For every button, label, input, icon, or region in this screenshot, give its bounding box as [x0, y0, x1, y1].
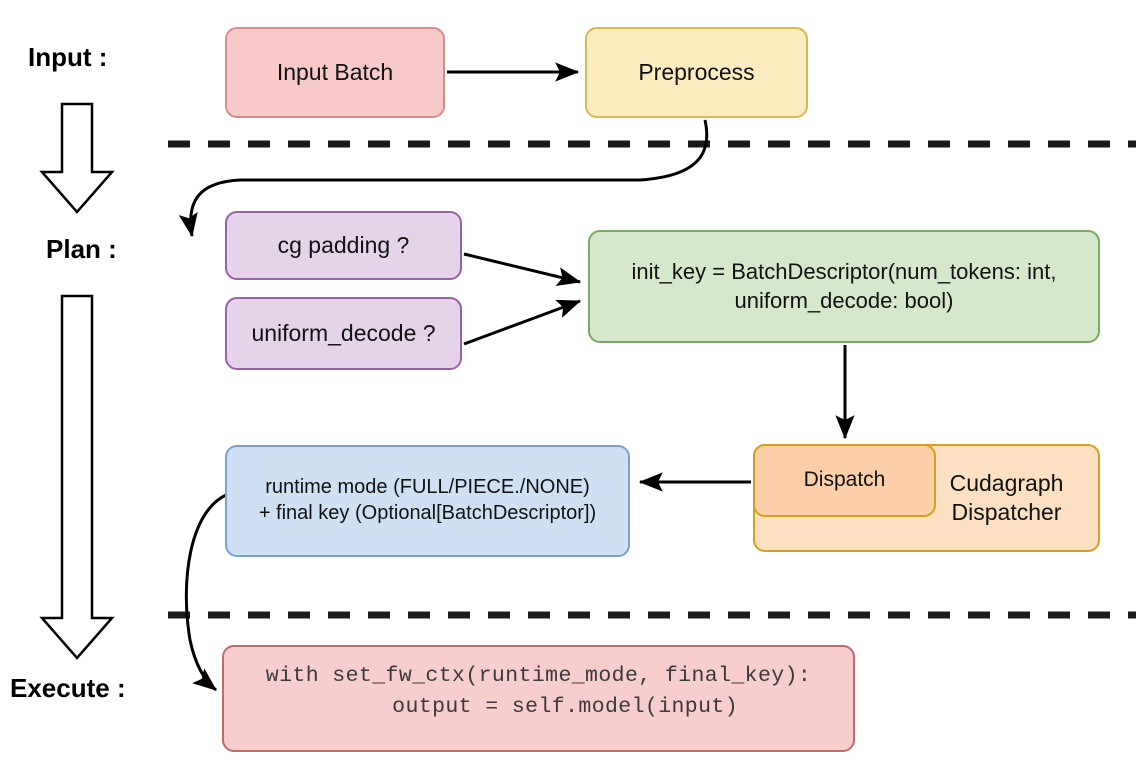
node-cudagraph-dispatcher-line1: Cudagraph	[949, 469, 1064, 496]
edge-cg-padding-to-init-key	[463, 252, 582, 286]
node-code-block-pre: with set_fw_ctx(runtime_mode, final_key)…	[234, 661, 843, 722]
edge-uniform-decode-to-init-key	[463, 299, 582, 346]
node-preprocess-label: Preprocess	[638, 58, 755, 85]
node-uniform-decode-label: uniform_decode ?	[251, 319, 436, 346]
node-uniform-decode[interactable]: uniform_decode ?	[225, 297, 462, 370]
node-code-block-line2: output = self.model(input)	[338, 694, 739, 719]
node-cg-padding[interactable]: cg padding ?	[225, 211, 462, 280]
node-dispatch-label: Dispatch	[803, 468, 886, 492]
node-cudagraph-dispatcher-line2: Dispatcher	[951, 499, 1062, 525]
node-runtime-mode-line2: + final key (Optional[BatchDescriptor])	[258, 502, 597, 524]
node-init-key-line1: init_key = BatchDescriptor(num_tokens: i…	[631, 259, 1057, 285]
node-code-block-line1: with set_fw_ctx(runtime_mode, final_key)…	[265, 664, 812, 688]
node-cg-padding-label: cg padding ?	[277, 231, 410, 258]
stage-label-input: Input :	[28, 42, 108, 72]
node-runtime-mode-line1: runtime mode (FULL/PIECE./NONE)	[265, 476, 590, 499]
stage-label-execute: Execute :	[10, 673, 126, 703]
node-runtime-mode-label-stack: runtime mode (FULL/PIECE./NONE) + final …	[259, 475, 596, 526]
node-code-block[interactable]: with set_fw_ctx(runtime_mode, final_key)…	[222, 645, 855, 752]
node-dispatch[interactable]: Dispatch	[753, 444, 936, 517]
edge-runtime-mode-to-code	[184, 493, 227, 692]
node-init-key-label-stack: init_key = BatchDescriptor(num_tokens: i…	[632, 258, 1057, 314]
node-init-key-line2: uniform_decode: bool)	[734, 287, 954, 313]
node-input-batch[interactable]: Input Batch	[225, 27, 445, 118]
node-runtime-mode[interactable]: runtime mode (FULL/PIECE./NONE) + final …	[225, 445, 630, 557]
node-init-key[interactable]: init_key = BatchDescriptor(num_tokens: i…	[588, 230, 1100, 343]
node-input-batch-label: Input Batch	[276, 58, 394, 85]
stage-label-plan: Plan :	[46, 234, 117, 264]
stage-arrow-plan-to-execute	[39, 294, 115, 660]
node-cudagraph-dispatcher-label-stack: Cudagraph Dispatcher	[929, 469, 1084, 528]
stage-arrow-input-to-plan	[39, 102, 115, 214]
node-preprocess[interactable]: Preprocess	[585, 27, 808, 118]
